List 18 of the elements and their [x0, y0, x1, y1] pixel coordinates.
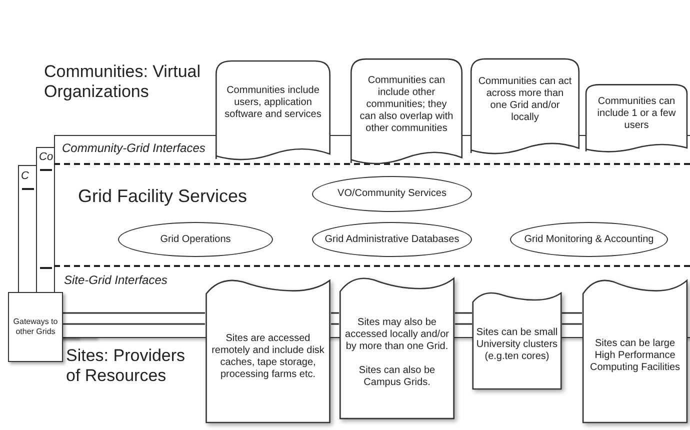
community-tab: Communities include users, application software and services — [215, 60, 331, 160]
community-tab: Communities can include other communities; they can also overlap with other communities — [350, 58, 463, 164]
interface-label: Community-Grid Interfaces — [62, 141, 206, 156]
community-tab: Communities can include 1 or a few users — [585, 84, 688, 152]
community-tab: Communities can act across more than one Grid and/or locally — [470, 58, 580, 154]
site-card: Sites can be small University clusters (e.g.ten cores) — [472, 290, 562, 390]
site-note: Sites may also be accessed locally and/or by more than one Grid. — [345, 317, 449, 353]
interface-label: Site-Grid Interfaces — [64, 273, 168, 288]
site-note: Sites can also be Campus Grids. — [358, 365, 436, 389]
bus-connector — [561, 312, 583, 325]
bus-connector — [330, 312, 340, 325]
bus-connector — [62, 312, 206, 325]
gateway-box: Gateways to other Grids — [8, 292, 63, 362]
layer-heading: Communities: Virtual Organizations — [44, 62, 202, 103]
site-card — [339, 274, 455, 420]
layer-heading: Grid Facility Services — [78, 186, 248, 208]
layer-heading: Sites: Providers of Resources — [66, 346, 186, 387]
bus-connector — [454, 312, 473, 325]
